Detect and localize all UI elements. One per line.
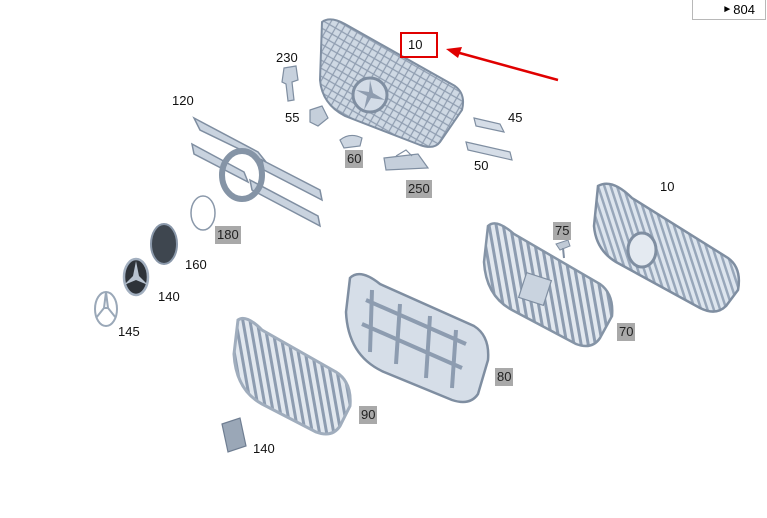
- part-10-vertical-grille: [592, 182, 741, 313]
- part-label-75[interactable]: 75: [553, 222, 572, 240]
- part-label-250[interactable]: 250: [406, 180, 432, 198]
- part-label-45[interactable]: 45: [508, 110, 523, 125]
- part-180-ring: [190, 195, 216, 231]
- part-70-grille: [482, 222, 614, 348]
- part-label-55[interactable]: 55: [285, 110, 300, 125]
- part-250-sensor-bracket: [383, 149, 430, 171]
- part-10-mesh-grille: [318, 18, 465, 148]
- part-label-80[interactable]: 80: [495, 368, 514, 386]
- part-140-star-emblem: [122, 257, 150, 297]
- part-label-70[interactable]: 70: [617, 323, 636, 341]
- part-label-160[interactable]: 160: [185, 257, 207, 272]
- part-160-disc: [150, 223, 178, 265]
- part-80-grille-housing: [344, 272, 490, 404]
- part-label-140-cover[interactable]: 140: [253, 441, 275, 456]
- part-230-clip: [281, 65, 299, 102]
- part-label-50[interactable]: 50: [474, 158, 489, 173]
- highlight-arrow: [446, 47, 559, 82]
- part-label-145[interactable]: 145: [118, 324, 140, 339]
- part-60-bracket: [339, 134, 363, 149]
- part-label-120[interactable]: 120: [172, 93, 194, 108]
- part-55-fastener: [309, 105, 329, 127]
- part-140-cover: [221, 417, 247, 453]
- part-120-grille-frame: [190, 116, 324, 228]
- reference-link-804[interactable]: ► 804: [692, 0, 766, 20]
- part-label-10-vertical-grille[interactable]: 10: [660, 179, 675, 194]
- part-label-180[interactable]: 180: [215, 226, 241, 244]
- right-arrow-icon: ►: [722, 4, 733, 15]
- part-45-strip: [473, 117, 506, 133]
- part-90-grille-frame: [232, 316, 352, 436]
- part-label-230[interactable]: 230: [276, 50, 298, 65]
- part-label-60[interactable]: 60: [345, 150, 364, 168]
- highlighted-part-label-10[interactable]: 10: [400, 32, 439, 58]
- part-145-star: [94, 291, 118, 327]
- part-label-90[interactable]: 90: [359, 406, 378, 424]
- part-50-strip: [465, 141, 513, 161]
- reference-number: 804: [733, 2, 755, 17]
- part-75-screw: [555, 239, 571, 259]
- part-label-140-emblem[interactable]: 140: [158, 289, 180, 304]
